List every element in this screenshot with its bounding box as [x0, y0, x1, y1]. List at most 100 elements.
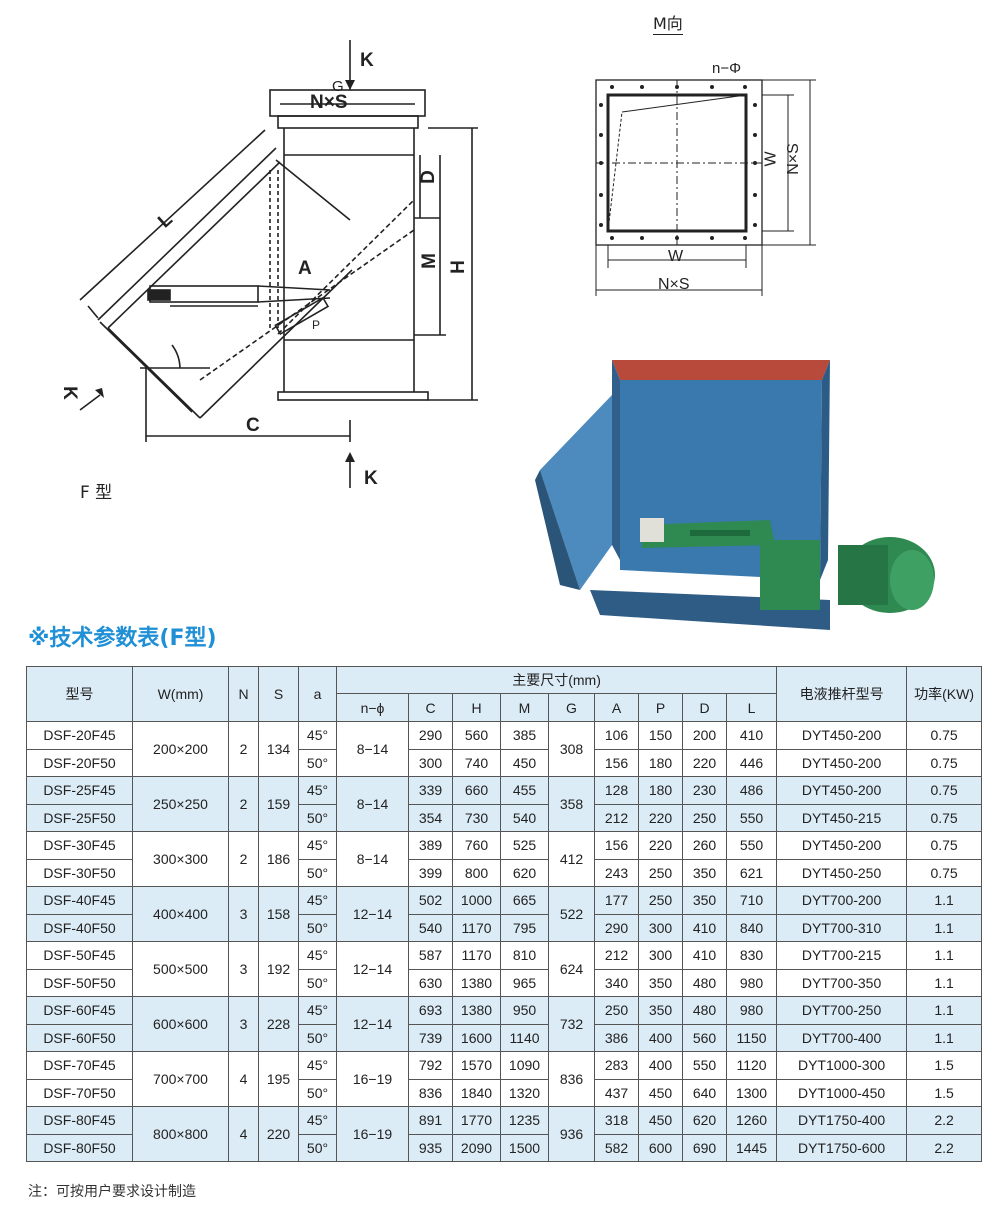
cell-actuator: DYT700-350: [776, 968, 908, 997]
cell-n: 3: [228, 941, 259, 997]
cell-m: 1320: [500, 1078, 549, 1107]
cell-angle: 50°: [298, 913, 337, 942]
cell-power: 1.5: [906, 1051, 983, 1080]
cell-s: 192: [258, 941, 299, 997]
cell-a: 128: [594, 776, 639, 805]
header-p: P: [638, 693, 683, 722]
cell-angle: 45°: [298, 1051, 337, 1080]
cell-c: 540: [408, 913, 453, 942]
cell-angle: 45°: [298, 1106, 337, 1135]
cell-l: 980: [725, 996, 778, 1025]
cell-a: 386: [594, 1023, 639, 1052]
cell-angle: 50°: [298, 858, 337, 887]
cell-a: 106: [594, 721, 639, 750]
cell-n: 2: [228, 776, 259, 832]
cell-g: 732: [548, 996, 595, 1052]
f-type-elevation-drawing: [79, 40, 478, 488]
cell-n: 4: [228, 1106, 259, 1162]
cell-m: 620: [500, 858, 549, 887]
cell-s: 158: [258, 886, 299, 942]
cell-m: 810: [500, 941, 549, 970]
label-m: M: [418, 253, 440, 269]
cell-w: 300×300: [132, 831, 229, 887]
cell-d: 480: [682, 968, 727, 997]
cell-actuator: DYT1750-600: [776, 1133, 908, 1162]
cell-p: 450: [638, 1078, 683, 1107]
cell-angle: 45°: [298, 941, 337, 970]
cell-g: 308: [548, 721, 595, 777]
cell-actuator: DYT450-200: [776, 748, 908, 777]
header-c: C: [408, 693, 453, 722]
cell-h: 1170: [452, 941, 501, 970]
cell-h: 760: [452, 831, 501, 860]
cell-p: 600: [638, 1133, 683, 1162]
cell-l: 550: [725, 803, 778, 832]
cell-m: 795: [500, 913, 549, 942]
cell-p: 250: [638, 886, 683, 915]
header-actuator: 电液推杆型号: [776, 666, 908, 722]
footnote: 注：可按用户要求设计制造: [28, 1184, 196, 1200]
cell-c: 792: [408, 1051, 453, 1080]
cell-c: 339: [408, 776, 453, 805]
cell-n-phi: 12−14: [336, 996, 409, 1052]
cell-c: 935: [408, 1133, 453, 1162]
cell-g: 412: [548, 831, 595, 887]
cell-model: DSF-25F45: [26, 776, 133, 805]
label-k-bottom: K: [364, 468, 378, 489]
cell-l: 486: [725, 776, 778, 805]
cell-d: 260: [682, 831, 727, 860]
cell-n-phi: 12−14: [336, 886, 409, 942]
cell-d: 350: [682, 858, 727, 887]
label-k-left: K: [58, 386, 80, 400]
cell-h: 1600: [452, 1023, 501, 1052]
m-view-drawing: [595, 79, 816, 296]
cell-p: 300: [638, 913, 683, 942]
cell-w: 250×250: [132, 776, 229, 832]
cell-d: 230: [682, 776, 727, 805]
label-f-type: F 型: [80, 483, 113, 503]
cell-angle: 45°: [298, 776, 337, 805]
label-nxs-top: N×S: [310, 92, 348, 113]
cell-m: 1500: [500, 1133, 549, 1162]
cell-p: 220: [638, 803, 683, 832]
label-w-side: W: [762, 151, 780, 167]
header-l: L: [725, 693, 778, 722]
cell-actuator: DYT700-200: [776, 886, 908, 915]
cell-h: 1770: [452, 1106, 501, 1135]
cell-w: 200×200: [132, 721, 229, 777]
cell-h: 2090: [452, 1133, 501, 1162]
cell-d: 550: [682, 1051, 727, 1080]
label-n-phi: n−Φ: [712, 60, 742, 77]
cell-a: 156: [594, 831, 639, 860]
cell-angle: 45°: [298, 886, 337, 915]
cell-g: 836: [548, 1051, 595, 1107]
cell-model: DSF-60F45: [26, 996, 133, 1025]
cell-a: 212: [594, 803, 639, 832]
cell-p: 350: [638, 968, 683, 997]
header-a: a: [298, 666, 337, 722]
cell-n: 2: [228, 721, 259, 777]
cell-s: 186: [258, 831, 299, 887]
label-h: H: [447, 260, 469, 274]
cell-p: 220: [638, 831, 683, 860]
cell-g: 358: [548, 776, 595, 832]
label-c: C: [246, 415, 260, 436]
label-a: A: [298, 258, 312, 279]
cell-n-phi: 12−14: [336, 941, 409, 997]
cell-a: 283: [594, 1051, 639, 1080]
cell-a: 156: [594, 748, 639, 777]
cell-actuator: DYT450-200: [776, 776, 908, 805]
cell-n-phi: 8−14: [336, 721, 409, 777]
header-a2: A: [594, 693, 639, 722]
cell-n-phi: 8−14: [336, 831, 409, 887]
cell-n-phi: 16−19: [336, 1106, 409, 1162]
cell-a: 250: [594, 996, 639, 1025]
cell-model: DSF-30F45: [26, 831, 133, 860]
cell-actuator: DYT450-200: [776, 831, 908, 860]
